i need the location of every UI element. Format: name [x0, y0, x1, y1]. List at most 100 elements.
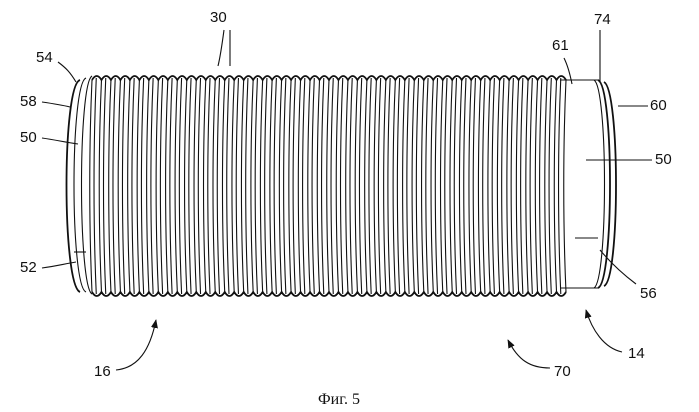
bellows-rib-groove [511, 78, 513, 294]
bellows-rib [507, 80, 509, 292]
bellows-rib-groove [170, 78, 172, 294]
label-52: 52 [20, 259, 37, 276]
bellows-rib [554, 80, 556, 292]
bellows-rib [403, 80, 405, 292]
bellows-rib-groove [255, 78, 257, 294]
bellows-rib [232, 80, 234, 292]
bellows-rib [393, 80, 395, 292]
right-end-sleeve [560, 80, 616, 288]
bellows-rib [260, 80, 262, 292]
bellows-rib-groove [236, 78, 238, 294]
bellows-rib-groove [151, 78, 153, 294]
bellows-rib-groove [198, 78, 200, 294]
bellows-rib [412, 80, 414, 292]
bellows-rib-groove [464, 78, 466, 294]
bellows-rib-groove [435, 78, 437, 294]
label-58: 58 [20, 93, 37, 110]
bellows-rib [526, 80, 528, 292]
bellows-rib [516, 80, 518, 292]
bellows-rib [289, 80, 291, 292]
bellows-rib [251, 80, 253, 292]
bellows-rib-groove [179, 78, 181, 294]
bellows-rib-groove [407, 78, 409, 294]
bellows-rib [488, 80, 490, 292]
bellows-rib-groove [369, 78, 371, 294]
bellows-rib-groove [350, 78, 352, 294]
bellows-rib [204, 80, 206, 292]
bellows-rib [128, 80, 130, 292]
bellows-rib [241, 80, 243, 292]
bellows-rib-groove [246, 78, 248, 294]
bellows-rib-groove [378, 78, 380, 294]
bellows-rib [166, 80, 168, 292]
label-60: 60 [650, 97, 667, 114]
label-50-right: 50 [655, 151, 672, 168]
bellows-rib-groove [303, 78, 305, 294]
bellows-rib [384, 80, 386, 292]
bellows-rib-groove [217, 78, 219, 294]
bellows-rib [336, 80, 338, 292]
label-61: 61 [552, 37, 569, 54]
bellows-rib [545, 80, 547, 292]
bellows-rib-groove [416, 78, 418, 294]
bellows-rib [90, 80, 92, 292]
bellows-rib [279, 80, 281, 292]
bellows-rib-groove [227, 78, 229, 294]
bellows-rib-groove [132, 78, 134, 294]
bellows-rib-groove [445, 78, 447, 294]
bellows-rib-groove [293, 78, 295, 294]
label-74: 74 [594, 11, 611, 28]
bellows-rib [118, 80, 120, 292]
bellows-rib-groove [530, 78, 532, 294]
label-56: 56 [640, 285, 657, 302]
bellows-rib [327, 80, 329, 292]
bellows-rib-groove [322, 78, 324, 294]
bellows-rib [459, 80, 461, 292]
bellows-rib-groove [208, 78, 210, 294]
left-end-collar [67, 76, 93, 294]
bellows-rib [374, 80, 376, 292]
bellows-rib-groove [483, 78, 485, 294]
label-14: 14 [628, 345, 645, 362]
bellows-rib-groove [521, 78, 523, 294]
bellows-rib-groove [549, 78, 551, 294]
bellows-rib [564, 80, 566, 292]
bellows-rib-groove [388, 78, 390, 294]
bellows-rib [355, 80, 357, 292]
bellows-rib [99, 80, 101, 292]
bellows-rib-groove [426, 78, 428, 294]
bellows-rib [441, 80, 443, 292]
bellows-rib [346, 80, 348, 292]
bellows-rib-groove [189, 78, 191, 294]
bellows-rib [270, 80, 272, 292]
bellows-rib-groove [359, 78, 361, 294]
label-54: 54 [36, 49, 53, 66]
bellows-rib-groove [559, 78, 561, 294]
bellows-rib [317, 80, 319, 292]
bellows-rib-groove [141, 78, 143, 294]
bellows-rib [469, 80, 471, 292]
bellows-rib-groove [94, 78, 96, 294]
bellows-rib-groove [265, 78, 267, 294]
bellows-rib-groove [502, 78, 504, 294]
bellows-rib-groove [284, 78, 286, 294]
bellows-rib [422, 80, 424, 292]
bellows-rib-groove [540, 78, 542, 294]
bellows-rib-groove [492, 78, 494, 294]
bellows-rib [535, 80, 537, 292]
bellows-rib [185, 80, 187, 292]
label-16: 16 [94, 363, 111, 380]
bellows-rib [497, 80, 499, 292]
bellows-rib [109, 80, 111, 292]
corrugated-bellows-body [90, 76, 566, 296]
bellows-rib-groove [340, 78, 342, 294]
label-70: 70 [554, 363, 571, 380]
label-50-left: 50 [20, 129, 37, 146]
bellows-rib [365, 80, 367, 292]
bellows-rib-groove [454, 78, 456, 294]
bellows-rib [478, 80, 480, 292]
bellows-rib [431, 80, 433, 292]
bellows-rib [222, 80, 224, 292]
bellows-rib [308, 80, 310, 292]
